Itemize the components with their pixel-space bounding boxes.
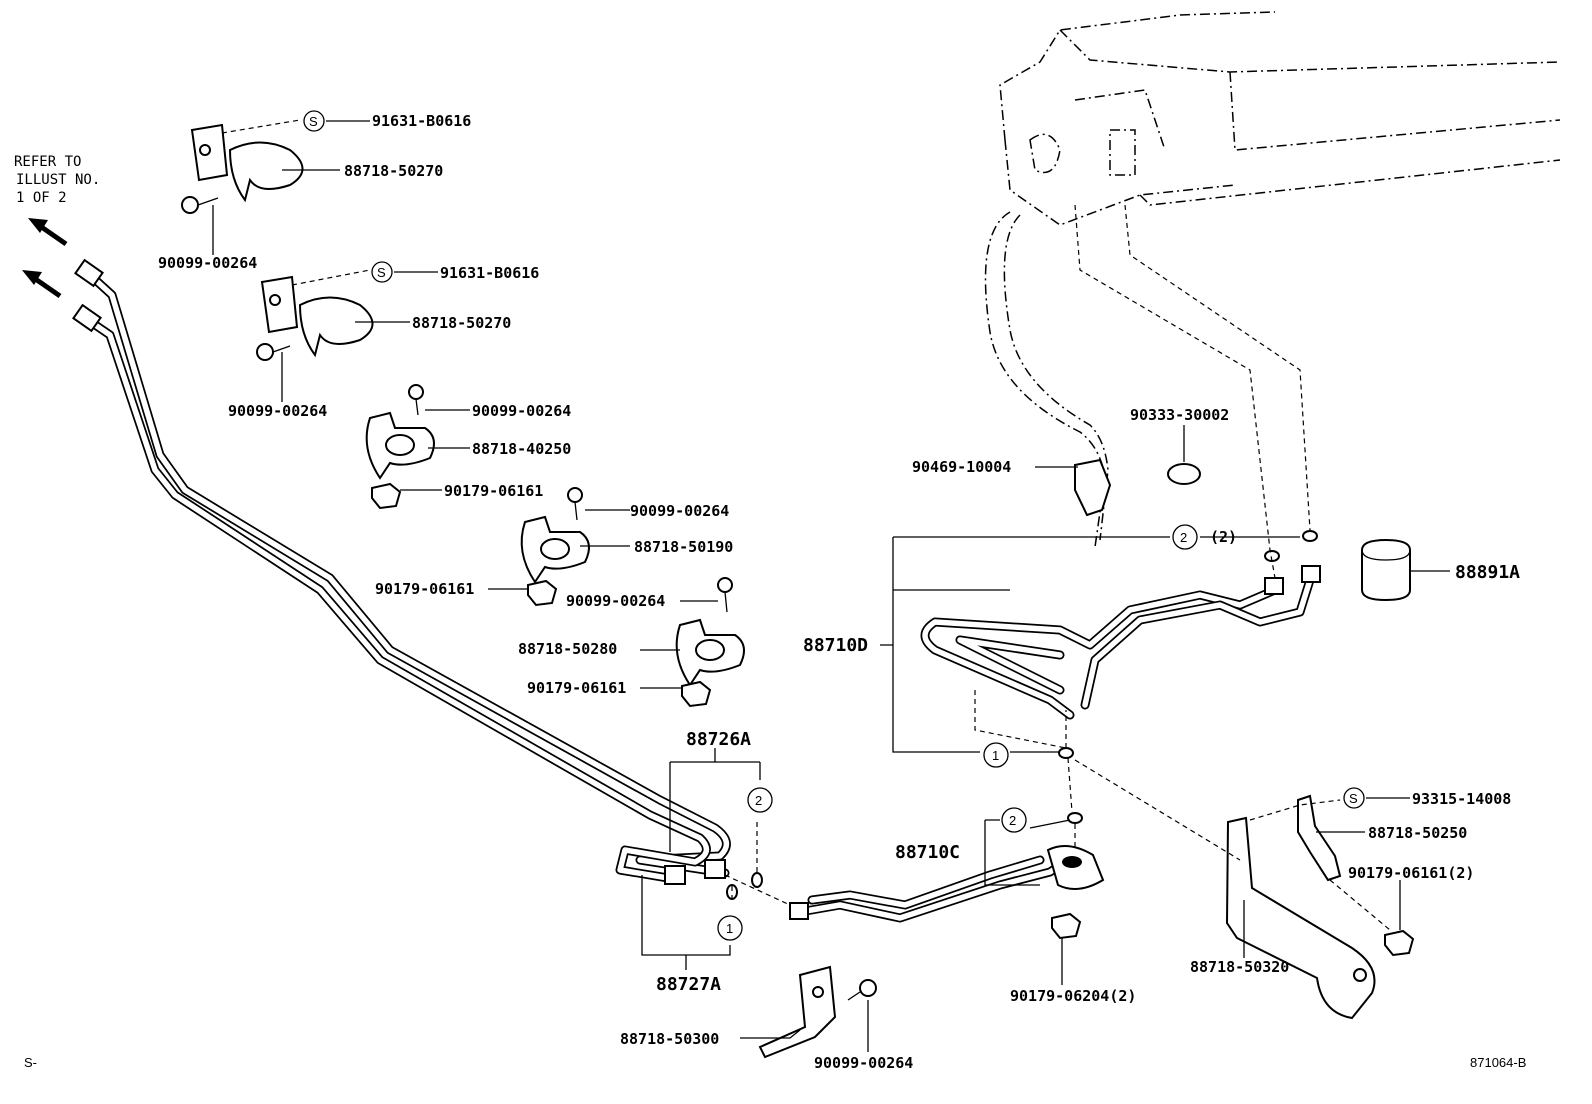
nut-icon bbox=[371, 482, 1415, 957]
clamp-88718-40250 bbox=[365, 411, 435, 480]
label-88710c: 88710C bbox=[895, 842, 960, 863]
refer-note: REFER TO ILLUST NO. 1 OF 2 bbox=[14, 154, 100, 206]
refer-note-line-3: 1 OF 2 bbox=[16, 190, 67, 206]
label-90099-00264-c: 90099-00264 bbox=[472, 402, 571, 420]
svg-text:1: 1 bbox=[992, 748, 999, 763]
label-91631-b0616-b: 91631-B0616 bbox=[440, 264, 539, 282]
label-88710d: 88710D bbox=[803, 635, 868, 656]
label-90099-00264-b: 90099-00264 bbox=[228, 402, 327, 420]
bracket-88718-50320 bbox=[1225, 816, 1376, 1020]
bolt-icon bbox=[181, 196, 877, 1001]
label-88718-40250: 88718-40250 bbox=[472, 440, 571, 458]
svg-text:2: 2 bbox=[1180, 530, 1187, 545]
svg-text:1: 1 bbox=[726, 921, 733, 936]
engine-outline bbox=[984, 11, 1561, 548]
label-90333-30002: 90333-30002 bbox=[1130, 406, 1229, 424]
clamp-88718-50270-upper bbox=[190, 123, 304, 203]
refer-note-line-1: REFER TO bbox=[14, 154, 81, 170]
direction-arrow-icon bbox=[22, 218, 68, 299]
svg-text:2: 2 bbox=[1009, 813, 1016, 828]
leader-lines bbox=[212, 120, 1450, 1052]
label-90099-00264-f: 90099-00264 bbox=[814, 1054, 913, 1072]
label-qty-2: (2) bbox=[1210, 528, 1237, 546]
label-88718-50320: 88718-50320 bbox=[1190, 958, 1289, 976]
sleeve-88891a bbox=[1361, 538, 1411, 602]
o-ring-icon bbox=[726, 530, 1318, 900]
label-90099-00264-d: 90099-00264 bbox=[630, 502, 729, 520]
label-90179-06161-2: 90179-06161(2) bbox=[1348, 864, 1474, 882]
svg-text:S: S bbox=[1349, 791, 1358, 806]
installation-dashed-lines bbox=[221, 119, 1391, 931]
clip-88718-50300 bbox=[758, 965, 837, 1059]
label-88718-50270-a: 88718-50270 bbox=[344, 162, 443, 180]
pipe-88710d bbox=[920, 565, 1321, 720]
label-90179-06161-a: 90179-06161 bbox=[444, 482, 543, 500]
label-88718-50270-b: 88718-50270 bbox=[412, 314, 511, 332]
clamp-88718-50190 bbox=[520, 515, 590, 584]
circled-symbol-1: 1 1 bbox=[717, 742, 1009, 941]
label-88718-50280: 88718-50280 bbox=[518, 640, 617, 658]
label-88718-50250: 88718-50250 bbox=[1368, 824, 1467, 842]
label-90469-10004: 90469-10004 bbox=[912, 458, 1011, 476]
label-90179-06161-c: 90179-06161 bbox=[527, 679, 626, 697]
clamp-88718-50280 bbox=[675, 618, 745, 687]
label-90099-00264-a: 90099-00264 bbox=[158, 254, 257, 272]
main-pipe-assembly bbox=[72, 258, 731, 885]
clamp-88718-50270-lower bbox=[260, 275, 374, 358]
illustration-number: 871064-B bbox=[1470, 1055, 1526, 1070]
clip-90469-10004 bbox=[1074, 458, 1112, 517]
label-88891a: 88891A bbox=[1455, 562, 1520, 583]
label-88718-50190: 88718-50190 bbox=[634, 538, 733, 556]
label-91631-b0616-a: 91631-B0616 bbox=[372, 112, 471, 130]
label-90179-06161-b: 90179-06161 bbox=[375, 580, 474, 598]
svg-text:2: 2 bbox=[755, 793, 762, 808]
gasket-90333 bbox=[1167, 463, 1201, 485]
pipe-88710c bbox=[789, 845, 1105, 923]
label-88726a: 88726A bbox=[686, 729, 751, 750]
label-88727a: 88727A bbox=[656, 974, 721, 995]
footer-left-code: S- bbox=[24, 1055, 37, 1070]
label-90099-00264-e: 90099-00264 bbox=[566, 592, 665, 610]
label-88718-50300: 88718-50300 bbox=[620, 1030, 719, 1048]
bracket-88718-50250 bbox=[1297, 794, 1342, 882]
circled-symbol-s: S S S bbox=[303, 110, 1365, 809]
label-90179-06204: 90179-06204(2) bbox=[1010, 987, 1136, 1005]
part-labels: 91631-B0616 88718-50270 90099-00264 9163… bbox=[158, 112, 1520, 1072]
label-93315-14008: 93315-14008 bbox=[1412, 790, 1511, 808]
refer-note-line-2: ILLUST NO. bbox=[16, 172, 100, 188]
circled-symbol-2: 2 2 2 bbox=[747, 524, 1198, 833]
svg-text:S: S bbox=[377, 265, 386, 280]
svg-text:S: S bbox=[309, 114, 318, 129]
